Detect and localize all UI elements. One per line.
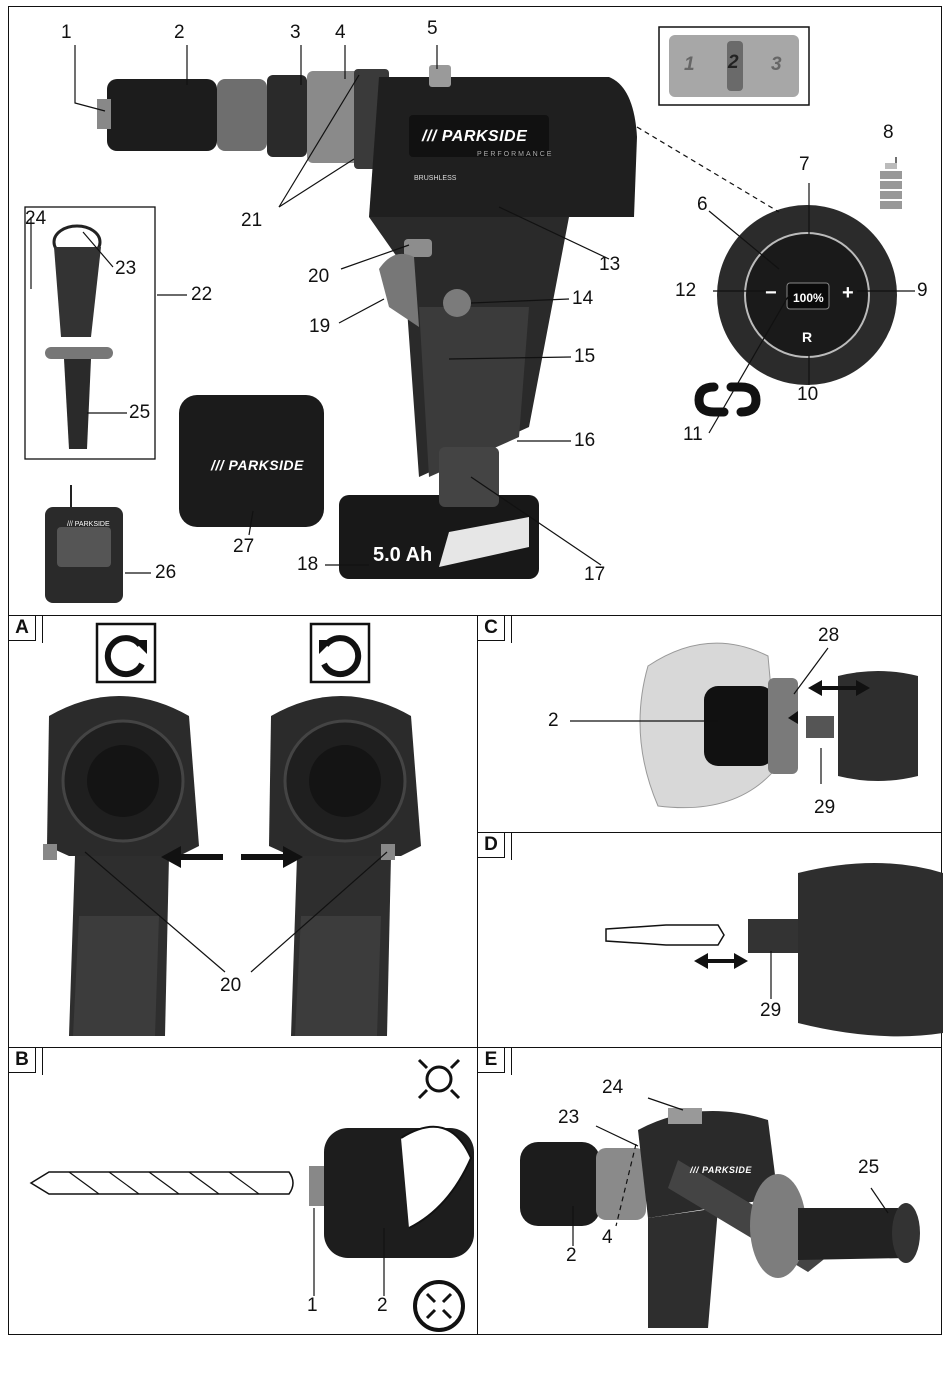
part-label-23: 23	[115, 258, 137, 279]
battery-capacity-label: 5.0 Ah	[373, 544, 433, 566]
panel-c-label-2: 2	[548, 710, 559, 731]
chuck-open-icon	[417, 1058, 461, 1100]
panel-b-label-1: 1	[307, 1295, 318, 1316]
panel-e-label-25: 25	[858, 1157, 880, 1178]
panel-c-tag: C	[477, 614, 512, 643]
part-label-27: 27	[233, 536, 255, 557]
gear-switch	[429, 65, 451, 87]
part-label-11: 11	[683, 424, 703, 445]
tool-brand-sub: PERFORMANCE	[477, 151, 554, 158]
panel-b-drawing	[29, 1058, 474, 1332]
panel-b-tag: B	[8, 1046, 43, 1075]
panel-a-tag: A	[8, 614, 43, 643]
minus-glyph: −	[765, 282, 777, 304]
chuck-collar	[217, 79, 267, 151]
part-label-1: 1	[61, 22, 72, 43]
panel-b-label-2: 2	[377, 1295, 388, 1316]
part-label-5: 5	[427, 18, 438, 39]
panel-e: E /// PARKSIDE 24 23 4 2 25	[477, 1046, 942, 1335]
part-label-24: 24	[25, 208, 47, 229]
rotate-clockwise-icon	[95, 622, 157, 684]
panel-e-label-2: 2	[566, 1245, 577, 1266]
panel-c: C 2 28 29	[477, 614, 942, 833]
panel-d-drawing	[605, 863, 943, 1037]
tool-brand: /// PARKSIDE	[422, 128, 528, 145]
drill-bit	[29, 1171, 294, 1195]
carry-case	[179, 395, 324, 527]
part-label-13: 13	[599, 254, 621, 275]
charger-brand: /// PARKSIDE	[67, 521, 110, 528]
panel-e-label-4: 4	[602, 1227, 613, 1248]
chuck-close-icon	[413, 1280, 465, 1332]
part-label-8: 8	[883, 122, 894, 143]
double-arrow-icon	[694, 953, 748, 969]
panel-c-label-29: 29	[814, 797, 836, 818]
torque-ring	[307, 71, 367, 163]
part-label-26: 26	[155, 562, 177, 583]
chuck	[107, 79, 217, 151]
part-label-6: 6	[697, 194, 708, 215]
part-label-18: 18	[297, 554, 319, 575]
panel-e-tag: E	[477, 1046, 512, 1075]
part-label-17: 17	[584, 564, 606, 585]
part-label-14: 14	[572, 288, 594, 309]
screwdriver-bit	[605, 924, 725, 946]
panel-d: D 29	[477, 831, 943, 1048]
gear-1-label: 1	[684, 54, 695, 75]
part-label-3: 3	[290, 22, 301, 43]
tool-badge: BRUSHLESS	[414, 175, 457, 182]
panel-e-label-23: 23	[558, 1107, 580, 1128]
gear-2-label: 2	[728, 52, 739, 73]
chain-link-icon	[694, 382, 761, 417]
panel-d-label-29: 29	[760, 1000, 782, 1021]
double-arrow-icon	[808, 680, 870, 696]
percent-display: 100%	[793, 291, 824, 305]
panel-b: B 1 2	[8, 1046, 478, 1335]
panel-c-label-28: 28	[818, 625, 840, 646]
part-label-4: 4	[335, 22, 346, 43]
chuck-removed	[704, 686, 774, 766]
part-label-25: 25	[129, 402, 151, 423]
part-label-7: 7	[799, 154, 810, 175]
part-label-12: 12	[675, 280, 697, 301]
part-label-15: 15	[574, 346, 596, 367]
battery	[339, 495, 539, 579]
overview-frame: 1 2 3 /// PARKSIDE PERFORMANCE BRUSHLESS…	[8, 6, 942, 616]
part-label-2: 2	[174, 22, 185, 43]
led-button	[443, 289, 471, 317]
part-label-9: 9	[917, 280, 928, 301]
battery-level-icon	[880, 163, 902, 209]
part-label-21: 21	[241, 210, 263, 231]
panel-e-drawing	[520, 1097, 920, 1328]
panel-e-brand: /// PARKSIDE	[690, 1165, 752, 1175]
panel-a: A 20	[8, 614, 478, 1048]
panel-d-tag: D	[477, 831, 512, 860]
gear-3-label: 3	[771, 54, 782, 75]
part-label-16: 16	[574, 430, 596, 451]
part-label-19: 19	[309, 316, 331, 337]
part-label-20: 20	[308, 266, 330, 287]
case-brand: /// PARKSIDE	[211, 457, 304, 473]
reverse-glyph: R	[802, 329, 813, 345]
overview-drawing	[24, 26, 915, 603]
panel-a-label-20: 20	[220, 975, 242, 996]
rotate-counterclockwise-icon	[309, 622, 371, 684]
panel-c-drawing	[570, 642, 918, 809]
part-label-22: 22	[191, 284, 213, 305]
plus-glyph: +	[842, 282, 854, 304]
part-label-10: 10	[797, 384, 819, 405]
panel-a-drawing	[43, 622, 421, 1036]
direction-switch	[404, 239, 432, 257]
panel-e-label-24: 24	[602, 1077, 624, 1098]
